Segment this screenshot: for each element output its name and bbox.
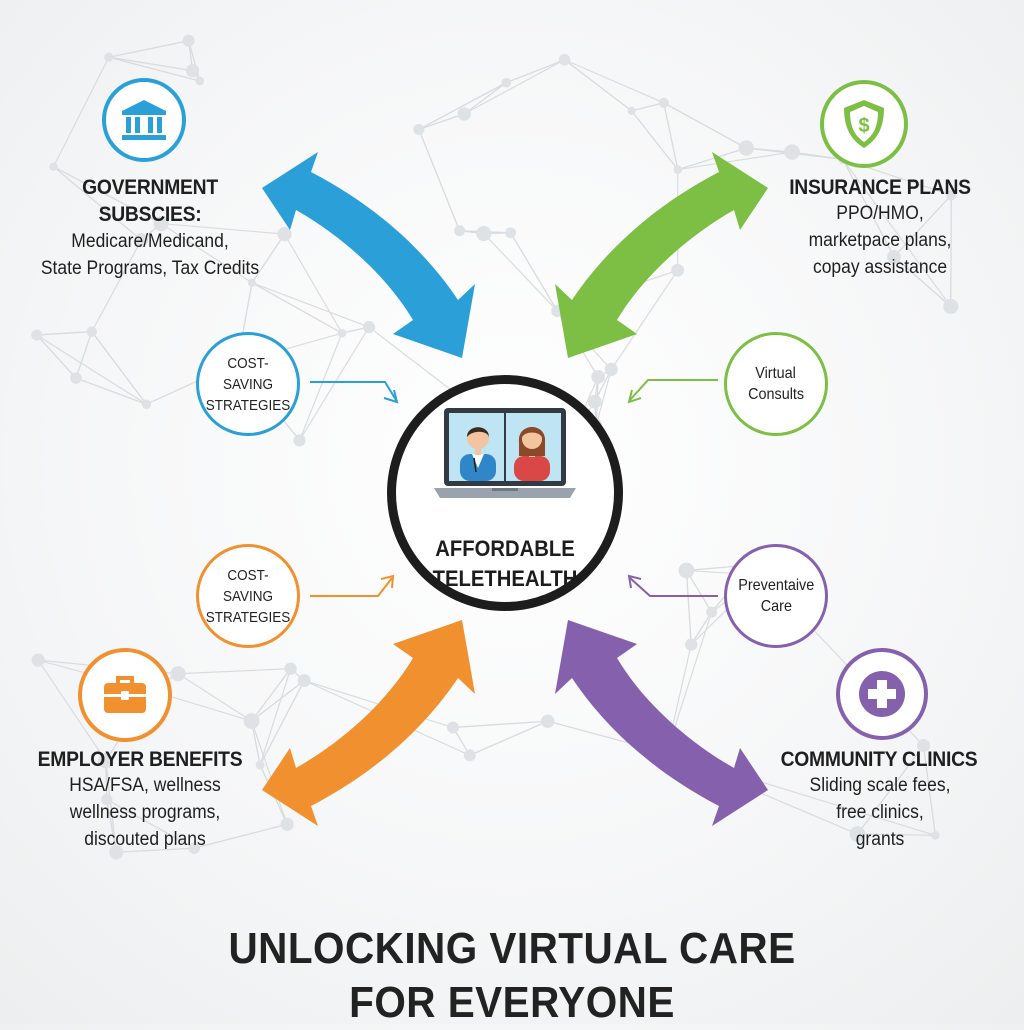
virtual-consults-line1: Virtual bbox=[756, 363, 797, 384]
strategy-circle-top-left: COST-SAVING STRATEGIES bbox=[196, 332, 300, 436]
government-arrow bbox=[262, 152, 475, 358]
preventive-care-line1: Preventaive bbox=[738, 575, 814, 596]
government-title-line1: GOVERNMENT bbox=[40, 174, 261, 201]
shield-dollar-icon: $ bbox=[841, 98, 887, 150]
laptop-video-call-icon bbox=[432, 406, 578, 502]
community-desc-line3: grants bbox=[760, 826, 999, 853]
briefcase-icon bbox=[102, 675, 148, 715]
center-title-line2: TELETHEALTH bbox=[405, 564, 606, 594]
connector-top-right bbox=[629, 380, 718, 402]
government-title-line2: SUBSCIES: bbox=[40, 201, 261, 228]
main-title-line1: UNLOCKING VIRTUAL CARE bbox=[41, 922, 983, 976]
community-badge bbox=[836, 648, 928, 740]
strategy-top-left-line2: STRATEGIES bbox=[206, 395, 291, 416]
insurance-desc-line2: marketpace plans, bbox=[760, 227, 999, 254]
preventive-care-circle: Preventaive Care bbox=[724, 544, 828, 648]
employer-badge bbox=[78, 648, 172, 742]
main-title-line2: FOR EVERYONE bbox=[41, 976, 983, 1030]
strategy-bottom-left-line1: COST-SAVING bbox=[204, 565, 292, 607]
community-desc-line1: Sliding scale fees, bbox=[760, 772, 999, 799]
employer-desc-line2: wellness programs, bbox=[30, 799, 260, 826]
community-title: COMMUNITY CLINICS bbox=[755, 746, 1003, 773]
insurance-desc-line3: copay assistance bbox=[760, 254, 999, 281]
connector-bottom-left bbox=[310, 576, 393, 596]
government-badge bbox=[102, 78, 186, 162]
employer-desc-line1: HSA/FSA, wellness bbox=[30, 772, 260, 799]
strategy-circle-bottom-left: COST-SAVING STRATEGIES bbox=[196, 544, 300, 648]
employer-arrow bbox=[262, 620, 475, 826]
insurance-badge: $ bbox=[820, 80, 908, 168]
insurance-arrow bbox=[555, 152, 768, 358]
employer-desc: HSA/FSA, wellness wellness programs, dis… bbox=[30, 772, 260, 853]
svg-text:$: $ bbox=[858, 115, 869, 137]
virtual-consults-circle: Virtual Consults bbox=[724, 332, 828, 436]
insurance-desc-line1: PPO/HMO, bbox=[760, 200, 999, 227]
center-title-line1: AFFORDABLE bbox=[405, 534, 606, 564]
main-title: UNLOCKING VIRTUAL CARE FOR EVERYONE bbox=[0, 922, 1024, 1030]
employer-desc-line3: discouted plans bbox=[30, 826, 260, 853]
insurance-desc: PPO/HMO, marketpace plans, copay assista… bbox=[760, 200, 999, 281]
connector-bottom-right bbox=[629, 576, 718, 596]
insurance-title: INSURANCE PLANS bbox=[760, 174, 999, 201]
community-arrow bbox=[555, 620, 768, 826]
virtual-consults-line2: Consults bbox=[748, 384, 804, 405]
government-desc: Medicare/Medicand, State Programs, Tax C… bbox=[21, 228, 279, 282]
government-title: GOVERNMENT SUBSCIES: bbox=[40, 174, 261, 228]
preventive-care-line2: Care bbox=[760, 596, 791, 617]
center-title: AFFORDABLE TELETHEALTH bbox=[396, 534, 614, 594]
strategy-bottom-left-line2: STRATEGIES bbox=[206, 607, 291, 628]
community-desc-line2: free clinics, bbox=[760, 799, 999, 826]
center-circle: AFFORDABLE TELETHEALTH bbox=[387, 375, 623, 611]
government-desc-line2: State Programs, Tax Credits bbox=[21, 255, 279, 282]
government-desc-line1: Medicare/Medicand, bbox=[21, 228, 279, 255]
strategy-top-left-line1: COST-SAVING bbox=[204, 353, 292, 395]
connector-top-left bbox=[310, 382, 397, 402]
employer-title: EMPLOYER BENEFITS bbox=[20, 746, 259, 773]
medical-cross-icon bbox=[857, 669, 907, 719]
bank-building-icon bbox=[119, 98, 169, 142]
community-desc: Sliding scale fees, free clinics, grants bbox=[760, 772, 999, 853]
